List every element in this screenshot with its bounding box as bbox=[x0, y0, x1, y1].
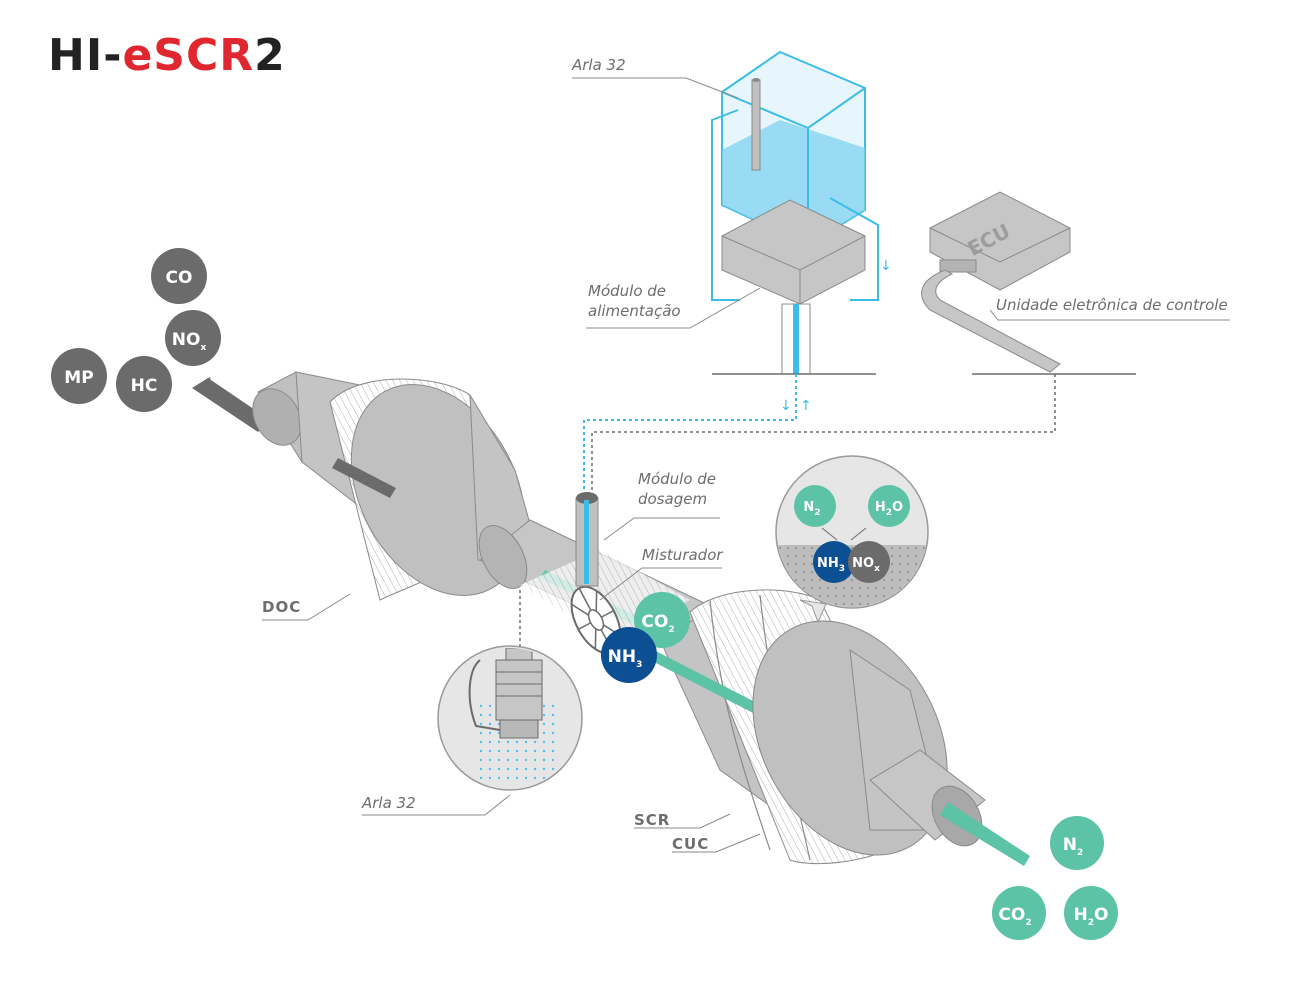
svg-text:N2: N2 bbox=[1063, 835, 1084, 858]
svg-text:NOx: NOx bbox=[172, 330, 207, 353]
reaction-h2o-base: H bbox=[875, 500, 886, 515]
svg-text:CO2: CO2 bbox=[641, 612, 674, 635]
label-ecu: Unidade eletrônica de controle bbox=[996, 296, 1228, 314]
molecule-inlet-co: CO bbox=[151, 248, 207, 304]
logo-part-2: 2 bbox=[254, 30, 286, 81]
molecule-reaction-nox: NOx bbox=[848, 541, 890, 583]
label-dosing-1: Módulo de bbox=[638, 470, 716, 488]
inlet-co-base: CO bbox=[166, 268, 193, 288]
reaction-h2o-sub: 2 bbox=[886, 508, 892, 518]
molecule-reaction-nh3: NH3 bbox=[813, 541, 855, 583]
label-supply-module-2: alimentação bbox=[588, 302, 681, 320]
molecule-mid-nh3: NH3 bbox=[601, 627, 657, 683]
mid-co2-sub: 2 bbox=[668, 625, 674, 635]
svg-text:↓: ↓ bbox=[780, 398, 792, 414]
reaction-n2-base: N bbox=[803, 500, 814, 515]
molecule-outlet-n2: N2 bbox=[1050, 816, 1104, 870]
dosing-module bbox=[575, 492, 599, 587]
label-dosing-2: dosagem bbox=[638, 490, 707, 508]
logo-part-escr: eSCR bbox=[122, 30, 254, 81]
outlet-co2-sub: 2 bbox=[1025, 918, 1031, 928]
reaction-nh3-sub: 3 bbox=[839, 564, 845, 574]
inlet-pipe bbox=[192, 377, 270, 432]
reaction-nox-base: NO bbox=[852, 556, 874, 571]
reaction-n2-sub: 2 bbox=[814, 508, 820, 518]
svg-text:MP: MP bbox=[64, 368, 93, 388]
svg-text:↓: ↓ bbox=[880, 258, 892, 274]
nozzle-callout bbox=[437, 645, 583, 791]
reaction-nh3-base: NH bbox=[817, 556, 839, 571]
reaction-h2o-tail: O bbox=[892, 500, 903, 515]
svg-text:N2: N2 bbox=[803, 500, 820, 518]
svg-text:CO2: CO2 bbox=[998, 905, 1031, 928]
arla-lines bbox=[711, 109, 879, 301]
inlet-hc-base: HC bbox=[131, 376, 158, 396]
molecule-reaction-n2: N2 bbox=[794, 485, 836, 527]
molecule-inlet-mp: MP bbox=[51, 348, 107, 404]
logo-text: HI-eSCR2 bbox=[48, 30, 286, 81]
ecu-unit: ECU bbox=[921, 191, 1136, 375]
molecule-mid-co2: CO2 bbox=[634, 592, 690, 648]
inlet-mp-base: MP bbox=[64, 368, 93, 388]
outlet-n2-sub: 2 bbox=[1077, 848, 1083, 858]
molecule-outlet-co2: CO2 bbox=[992, 886, 1046, 940]
logo: HI-eSCR2 bbox=[48, 30, 286, 81]
outlet-n2-base: N bbox=[1063, 835, 1077, 855]
outlet-h2o-tail: O bbox=[1094, 905, 1108, 925]
leader-lines bbox=[262, 77, 1230, 853]
arla-tank bbox=[721, 50, 866, 247]
svg-text:HC: HC bbox=[131, 376, 158, 396]
reaction-nox-sub: x bbox=[874, 564, 880, 574]
molecule-outlet-h2o: H2O bbox=[1064, 886, 1118, 940]
label-doc: DOC bbox=[262, 598, 301, 616]
svg-text:NH3: NH3 bbox=[817, 556, 845, 574]
outlet-pipe bbox=[849, 648, 1030, 866]
label-arla-tank: Arla 32 bbox=[571, 56, 626, 74]
svg-text:H2O: H2O bbox=[875, 500, 903, 518]
svg-text:NH3: NH3 bbox=[608, 647, 643, 670]
svg-text:H2O: H2O bbox=[1074, 905, 1109, 928]
supply-module: ↓ bbox=[712, 199, 892, 375]
label-cuc: CUC bbox=[672, 835, 709, 853]
label-supply-module-1: Módulo de bbox=[588, 282, 666, 300]
label-mixer: Misturador bbox=[642, 546, 723, 564]
svg-text:↑: ↑ bbox=[800, 398, 812, 414]
svg-text:CO: CO bbox=[166, 268, 193, 288]
inlet-nox-base: NO bbox=[172, 330, 201, 350]
outlet-h2o-sub: 2 bbox=[1088, 918, 1094, 928]
outlet-co2-base: CO bbox=[998, 905, 1025, 925]
outlet-h2o-base: H bbox=[1074, 905, 1088, 925]
label-scr: SCR bbox=[634, 811, 670, 829]
svg-text:NOx: NOx bbox=[852, 556, 880, 574]
inlet-nox-sub: x bbox=[200, 343, 206, 353]
logo-part-hi: HI- bbox=[48, 30, 122, 81]
molecule-inlet-hc: HC bbox=[116, 356, 172, 412]
label-arla-spray: Arla 32 bbox=[361, 794, 416, 812]
mid-co2-base: CO bbox=[641, 612, 668, 632]
mid-nh3-base: NH bbox=[608, 647, 636, 667]
mid-nh3-sub: 3 bbox=[636, 660, 642, 670]
molecule-reaction-h2o: H2O bbox=[868, 485, 910, 527]
signal-lines: ↓ ↑ bbox=[519, 374, 1056, 648]
molecule-inlet-nox: NOx bbox=[165, 310, 221, 366]
